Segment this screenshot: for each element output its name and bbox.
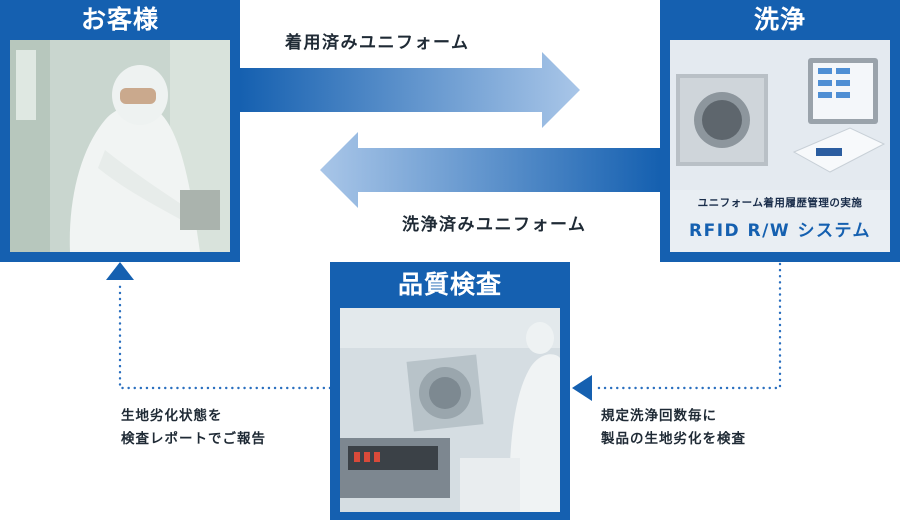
inspection-photo	[340, 308, 560, 512]
dotted-line-inspection-to-customer	[118, 280, 332, 390]
note-report-line-1: 生地劣化状態を	[121, 408, 223, 424]
flow-label-to-washing: 着用済みユニフォーム	[285, 33, 470, 53]
cleanroom-worker-image	[10, 40, 230, 252]
customer-title: お客様	[80, 5, 159, 34]
note-inspection-trigger: 規定洗浄回数毎に 製品の生地劣化を検査	[601, 405, 746, 451]
washing-photo: ユニフォーム着用履歴管理の実施 RFID R/W システム	[670, 40, 890, 252]
customer-photo	[10, 40, 230, 252]
arrow-to-washing	[240, 52, 580, 128]
washing-machine-image	[670, 40, 890, 190]
flow-label-to-customer: 洗浄済みユニフォーム	[402, 215, 587, 235]
inspection-lab-image	[340, 308, 560, 512]
inspection-panel: 品質検査	[330, 262, 570, 520]
washing-title: 洗浄	[753, 5, 806, 34]
inspection-title: 品質検査	[397, 270, 502, 299]
rfid-system-label: RFID R/W システム	[688, 221, 872, 241]
note-inspection-trigger-line-2: 製品の生地劣化を検査	[601, 431, 746, 447]
dotted-line-wash-to-inspection	[594, 262, 782, 390]
washing-panel: 洗浄 ユニフォーム着用履歴管理の実施 RFID R/W システム	[660, 0, 900, 262]
note-report-line-2: 検査レポートでご報告	[121, 431, 266, 447]
note-inspection-trigger-line-1: 規定洗浄回数毎に	[601, 408, 717, 424]
note-report-to-customer: 生地劣化状態を 検査レポートでご報告	[121, 405, 266, 451]
arrowhead-into-customer	[106, 262, 134, 280]
arrowhead-into-inspection	[572, 375, 592, 401]
rfid-caption: ユニフォーム着用履歴管理の実施	[697, 197, 863, 209]
customer-panel: お客様	[0, 0, 240, 262]
arrow-to-customer	[320, 132, 660, 208]
